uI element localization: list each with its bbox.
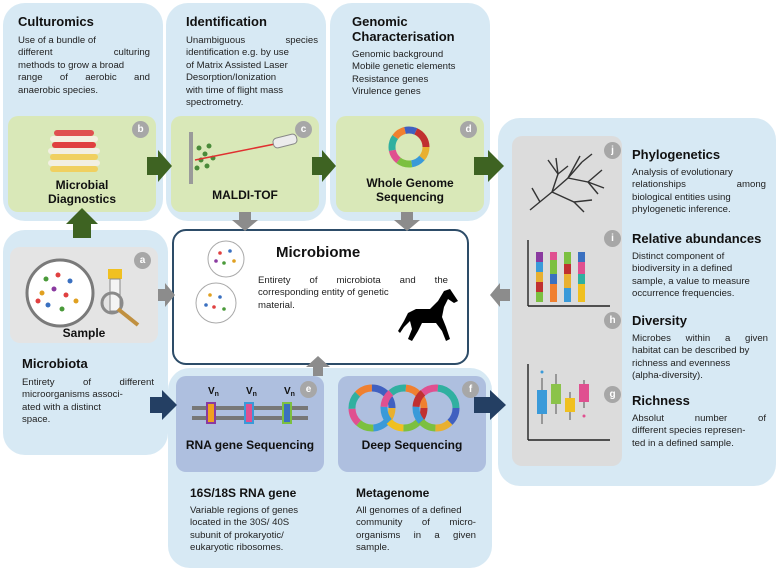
culturomics-title: Culturomics [18,14,94,29]
badge-g: g [604,386,621,403]
badge-i: i [604,230,621,247]
diversity-title: Diversity [632,313,687,328]
metagenome-title: Metagenome [356,486,430,500]
phylogenetics-title: Phylogenetics [632,147,721,162]
sample-label: Sample [62,326,106,340]
badge-h: h [604,312,621,329]
identification-title: Identification [186,14,267,29]
badge-a: a [134,252,151,269]
badge-d: d [460,121,477,138]
relative-abundances-title: Relative abundances [632,231,762,246]
horse-icon [398,289,458,341]
rna-sequencing-label: RNA gene Sequencing [185,438,315,452]
maldi-tof-label: MALDI-TOF [212,188,278,202]
microbiota-title: Microbiota [22,356,88,371]
badge-c: c [295,121,312,138]
richness-title: Richness [632,393,690,408]
microbiome-title: Microbiome [276,244,361,261]
sample-box: a Sample [10,247,158,343]
laser-icon [189,132,298,184]
badge-e: e [300,381,317,398]
badge-f: f [462,381,479,398]
rna-sequencing-box: Vn Vn Vn e RNA gene Sequencing [176,376,324,472]
svg-text:Vn: Vn [246,386,257,398]
rna-gene-title: 16S/18S RNA gene [190,486,297,500]
sample-magnifier-icon [25,258,140,328]
boxplot-icon [527,364,610,441]
stacked-bars-icon [527,240,610,307]
microbiome-dishes-icon [195,240,245,324]
rna-gene-icon: Vn Vn Vn [192,386,308,424]
maldi-tof-box: c MALDI-TOF [171,116,319,212]
deep-sequencing-label: Deep Sequencing [361,438,463,452]
svg-text:Vn: Vn [208,386,219,398]
phylogenetic-tree-icon [529,153,605,213]
petri-dish-stack-icon [48,130,100,172]
badge-b: b [132,121,149,138]
badge-j: j [604,142,621,159]
analysis-graphics-box [512,136,622,466]
genome-ring-icon [388,126,430,168]
metagenome-rings-icon [348,384,460,432]
deep-sequencing-box: f Deep Sequencing [338,376,486,472]
svg-text:Vn: Vn [284,386,295,398]
microbiome-box: Microbiome Entirety of microbiota and th… [172,229,469,365]
